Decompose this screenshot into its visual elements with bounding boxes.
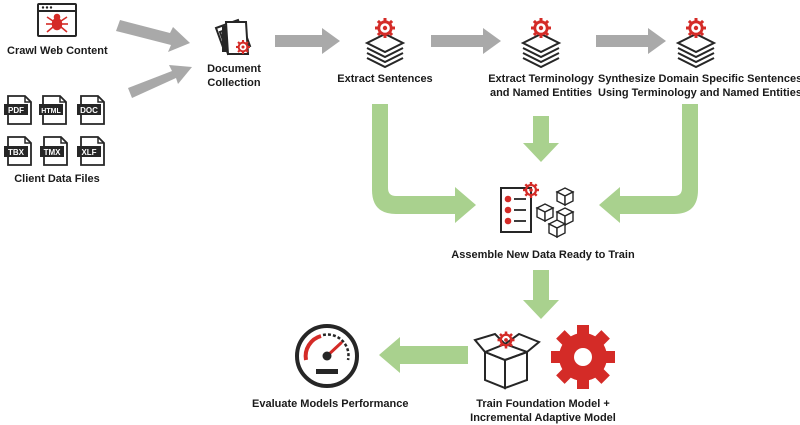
file-label: DOC (80, 106, 98, 115)
gray-arrows (116, 20, 666, 98)
file-label: PDF (8, 106, 24, 115)
arrow-terminology-to-synthesize (596, 28, 666, 54)
layer-stack-gear-icon (678, 18, 714, 67)
doc-collection-label-line1: Document (207, 63, 261, 75)
speedometer-icon (295, 324, 359, 388)
extract-terminology-label: Extract Terminology and Named Entities (476, 72, 606, 100)
file-label: XLF (81, 148, 96, 157)
file-label: TBX (8, 148, 25, 157)
evaluate-label: Evaluate Models Performance (252, 398, 409, 410)
arrow-train-to-evaluate (379, 337, 468, 373)
synthesize-label-line1: Synthesize Domain Specific Sentences (598, 73, 800, 85)
file-tmx: TMX (40, 136, 68, 166)
client-files-label: Client Data Files (14, 173, 100, 185)
client-files-grid: PDF HTML DOC TBX TMX XLF (4, 95, 105, 166)
big-gear-icon (551, 325, 615, 389)
arrow-collection-to-extract (275, 28, 340, 54)
file-xlf: XLF (77, 136, 105, 166)
arrow-sentences-to-assemble (372, 104, 476, 223)
train-label-line2: Incremental Adaptive Model (470, 412, 616, 424)
arrow-terminology-to-assemble (523, 116, 559, 162)
extract-terminology-label-line1: Extract Terminology (488, 73, 594, 85)
train-label: Train Foundation Model + Incremental Ada… (470, 397, 616, 425)
layer-stack-gear-icon (367, 18, 403, 67)
document-stack-gear-icon (214, 18, 252, 56)
doc-collection-label: Document Collection (194, 62, 274, 90)
file-html: HTML (39, 95, 67, 125)
arrow-crawl-to-collection (116, 20, 190, 52)
file-doc: DOC (77, 95, 105, 125)
layer-stack-gear-icon (523, 18, 559, 67)
synthesize-label: Synthesize Domain Specific Sentences Usi… (598, 72, 800, 100)
arrow-assemble-to-train (523, 270, 559, 319)
file-pdf: PDF (4, 95, 32, 125)
arrow-files-to-collection (128, 65, 192, 98)
doc-collection-label-line2: Collection (207, 77, 261, 89)
browser-spider-icon (37, 3, 77, 37)
extract-sentences-label: Extract Sentences (337, 73, 433, 85)
green-arrows (372, 104, 698, 373)
synthesize-label-line2: Using Terminology and Named Entities (598, 87, 800, 99)
train-label-line1: Train Foundation Model + (476, 398, 610, 410)
file-label: HTML (41, 108, 61, 115)
file-label: TMX (44, 148, 62, 157)
file-tbx: TBX (4, 136, 32, 166)
checklist-boxes-gear-icon (500, 180, 575, 239)
extract-terminology-label-line2: and Named Entities (489, 87, 593, 99)
crawl-label: Crawl Web Content (7, 45, 108, 57)
open-box-gear-icon (473, 330, 541, 390)
arrow-synthesize-to-assemble (599, 104, 698, 223)
arrow-extract-to-terminology (431, 28, 501, 54)
assemble-label: Assemble New Data Ready to Train (451, 249, 635, 261)
